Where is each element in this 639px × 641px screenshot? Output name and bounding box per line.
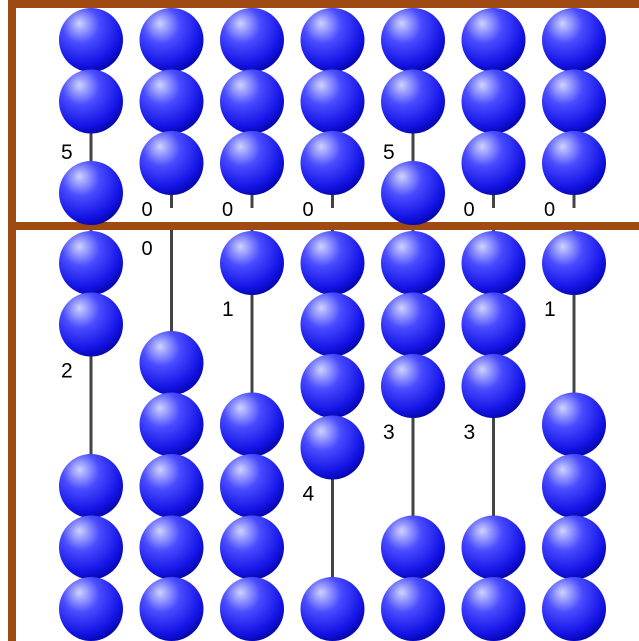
column-labels: 5 2 0 0 0 1 0 4 5 3 0 3 0 1: [61, 141, 556, 506]
column-7-upper-bead-1[interactable]: [542, 8, 606, 72]
column-6-lower-bead-5[interactable]: [461, 577, 526, 641]
column-6-lower-bead-3[interactable]: [461, 354, 526, 418]
column-7-upper-bead-3[interactable]: [542, 131, 606, 195]
column-7-lower-bead-5[interactable]: [542, 577, 606, 641]
column-3-upper-label: 0: [222, 199, 233, 221]
column-5-lower-bead-5[interactable]: [381, 577, 445, 641]
column-1-lower-bead-2[interactable]: [59, 292, 123, 357]
column-3-lower-bead-5[interactable]: [220, 577, 284, 641]
column-6-lower-bead-4[interactable]: [461, 515, 526, 580]
column-2-lower-bead-3[interactable]: [139, 454, 204, 518]
column-3-upper-bead-3[interactable]: [220, 131, 284, 195]
column-4-lower-bead-3[interactable]: [300, 354, 365, 418]
column-6-upper-bead-2[interactable]: [461, 69, 526, 134]
column-2-upper-bead-3[interactable]: [139, 131, 204, 195]
column-3-lower-label: 1: [222, 298, 234, 321]
column-2-upper-bead-1[interactable]: [139, 8, 204, 72]
column-4-lower-bead-2[interactable]: [300, 292, 365, 357]
column-7-lower-bead-4[interactable]: [542, 515, 606, 580]
column-1-lower-bead-4[interactable]: [59, 515, 123, 580]
column-3-upper-bead-2[interactable]: [220, 69, 284, 134]
column-1-upper-label: 5: [61, 141, 73, 164]
column-7-lower-bead-1[interactable]: [542, 231, 606, 295]
column-4-upper-bead-2[interactable]: [300, 69, 365, 134]
column-5-upper-bead-1[interactable]: [381, 8, 445, 72]
column-1-upper-bead-1[interactable]: [59, 8, 123, 72]
column-4-lower-bead-4[interactable]: [300, 415, 365, 480]
column-6-upper-bead-1[interactable]: [461, 8, 526, 72]
column-7-lower-bead-3[interactable]: [542, 454, 606, 518]
column-4-lower-bead-1[interactable]: [300, 231, 365, 295]
column-4-upper-bead-1[interactable]: [300, 8, 365, 72]
column-6-lower-bead-1[interactable]: [461, 231, 526, 295]
column-5-lower-bead-1[interactable]: [381, 231, 445, 295]
column-7-upper-label: 0: [544, 199, 555, 221]
column-1-lower-bead-5[interactable]: [59, 577, 123, 641]
column-6-lower-bead-2[interactable]: [461, 292, 526, 357]
column-1-lower-label: 2: [61, 360, 73, 383]
column-2-upper-label: 0: [142, 199, 153, 221]
column-1-upper-bead-3[interactable]: [59, 161, 123, 225]
column-1-upper-bead-2[interactable]: [59, 69, 123, 134]
column-5-lower-bead-4[interactable]: [381, 515, 445, 580]
column-2-lower-bead-5[interactable]: [139, 577, 204, 641]
column-6-lower-label: 3: [464, 421, 476, 444]
column-5-lower-label: 3: [383, 421, 395, 444]
column-7-upper-bead-2[interactable]: [542, 69, 606, 134]
column-5-lower-bead-2[interactable]: [381, 292, 445, 357]
column-5-upper-bead-3[interactable]: [381, 161, 445, 225]
column-2-lower-label: 0: [142, 238, 153, 260]
column-3-upper-bead-1[interactable]: [220, 8, 284, 72]
column-4-upper-label: 0: [303, 199, 314, 221]
column-2-lower-bead-4[interactable]: [139, 515, 204, 580]
abacus-frame: [8, 0, 639, 641]
column-1-lower-bead-1[interactable]: [59, 231, 123, 295]
column-5-lower-bead-3[interactable]: [381, 354, 445, 418]
column-4-upper-bead-3[interactable]: [300, 131, 365, 195]
column-4-lower-bead-5[interactable]: [300, 577, 365, 641]
column-4-lower-label: 4: [303, 483, 315, 506]
column-3-lower-bead-4[interactable]: [220, 515, 284, 580]
column-5-upper-bead-2[interactable]: [381, 69, 445, 134]
column-6-upper-label: 0: [464, 199, 475, 221]
column-2-upper-bead-2[interactable]: [139, 69, 204, 134]
column-6-upper-bead-3[interactable]: [461, 131, 526, 195]
column-7-lower-bead-2[interactable]: [542, 392, 606, 457]
column-3-lower-bead-2[interactable]: [220, 392, 284, 457]
beads: [59, 8, 606, 641]
column-5-upper-label: 5: [383, 141, 395, 164]
column-7-lower-label: 1: [544, 298, 556, 321]
column-2-lower-bead-2[interactable]: [139, 392, 204, 457]
column-2-lower-bead-1[interactable]: [139, 331, 204, 395]
column-3-lower-bead-1[interactable]: [220, 231, 284, 295]
column-1-lower-bead-3[interactable]: [59, 454, 123, 518]
column-3-lower-bead-3[interactable]: [220, 454, 284, 518]
